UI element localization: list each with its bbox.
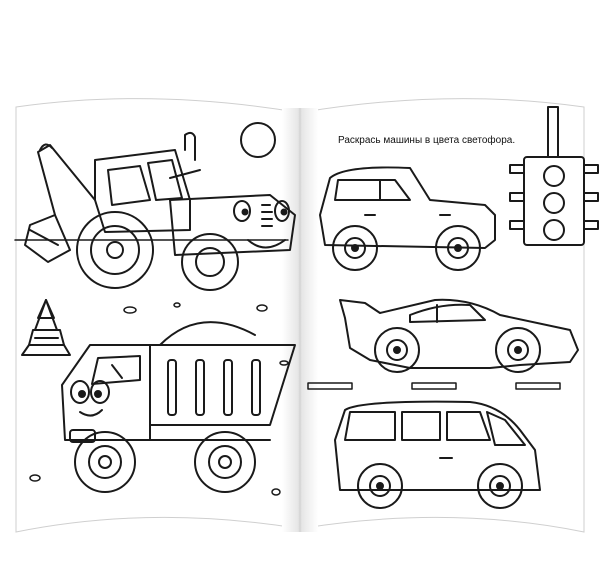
car-sports — [339, 298, 579, 373]
instruction-text: Раскрась машины в цвета светофора. — [338, 135, 516, 146]
traffic-cone — [21, 299, 71, 356]
dump-truck — [61, 321, 296, 493]
right-page — [303, 98, 585, 533]
tractor — [24, 131, 296, 291]
ground-stones — [29, 302, 289, 496]
car-minivan — [334, 400, 541, 509]
book-spine — [282, 108, 318, 532]
road-markings — [307, 382, 561, 390]
car-hatchback — [319, 166, 496, 271]
traffic-light — [509, 106, 599, 246]
sun — [240, 122, 276, 158]
